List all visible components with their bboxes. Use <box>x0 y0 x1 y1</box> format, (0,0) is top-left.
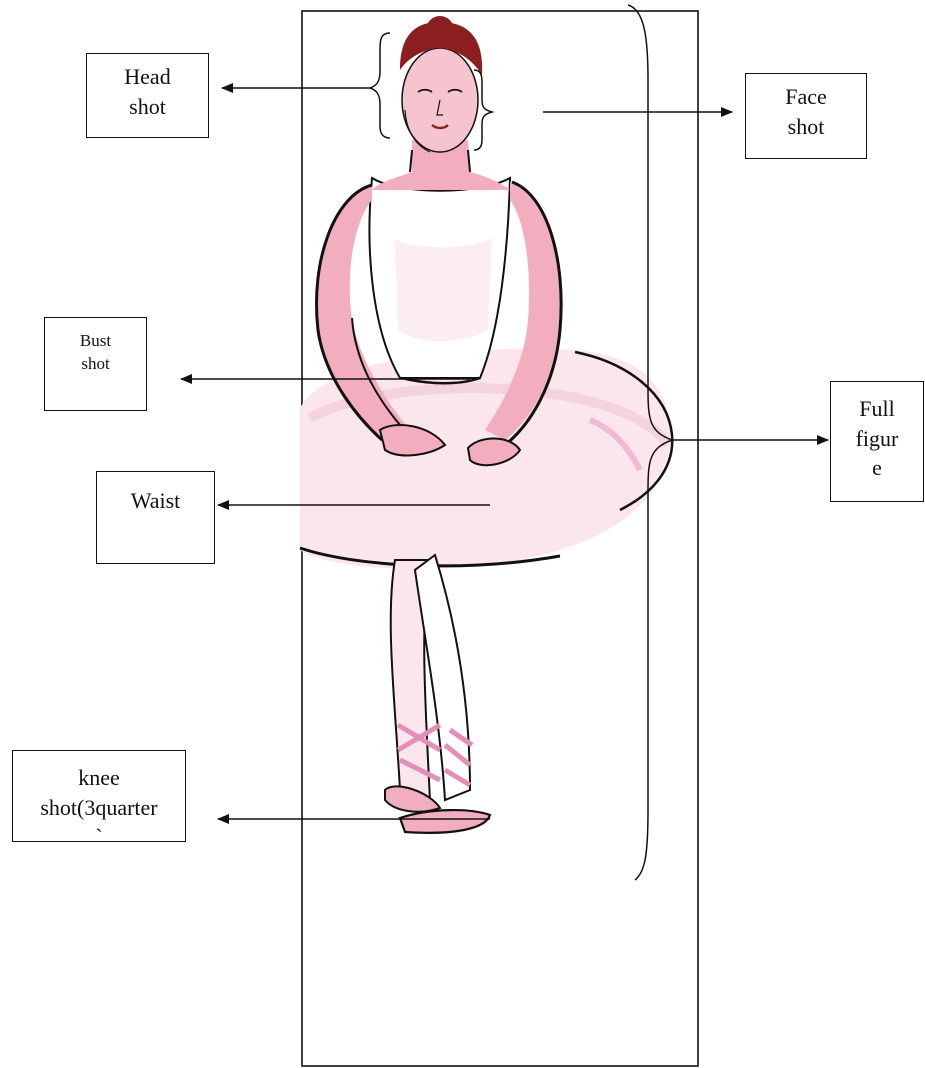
bust-shot-label-box: Bust shot <box>44 317 147 411</box>
ballerina-illustration <box>300 16 672 833</box>
head-shot-bracket <box>370 33 390 138</box>
full-figure-label-box: Full figur e <box>830 381 924 502</box>
waist-label-box: Waist <box>96 471 215 564</box>
face-shot-label: Face shot <box>785 82 827 141</box>
full-figure-label: Full figur e <box>856 394 899 483</box>
head-shot-label-box: Head shot <box>86 53 209 138</box>
head-shot-label: Head shot <box>124 62 170 121</box>
waist-label: Waist <box>131 486 181 516</box>
knee-shot-label: knee shot(3quarter ` <box>40 763 157 852</box>
knee-shot-label-box: knee shot(3quarter ` <box>12 750 186 842</box>
bust-shot-label: Bust shot <box>80 330 111 376</box>
face-shot-label-box: Face shot <box>745 73 867 159</box>
